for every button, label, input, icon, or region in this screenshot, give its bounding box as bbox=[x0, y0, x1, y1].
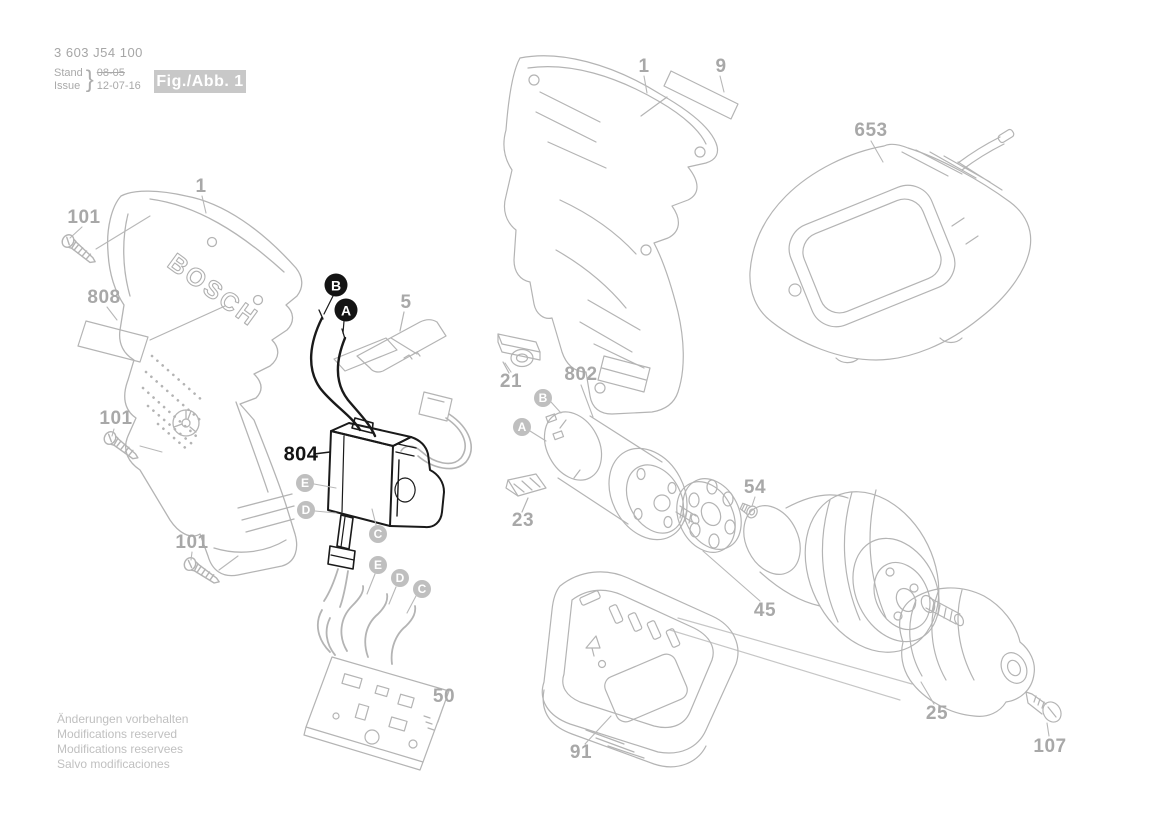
part-drawing-motor-802 bbox=[543, 411, 700, 541]
leader-lines bbox=[69, 75, 1050, 745]
callout-B-switch: B bbox=[324, 273, 348, 297]
part-drawing-pad-5 bbox=[333, 311, 447, 373]
part-label-107: 107 bbox=[1033, 736, 1067, 757]
part-label-23: 23 bbox=[511, 510, 535, 531]
footer-line-es: Salvo modificaciones bbox=[57, 757, 170, 771]
part-label-1-top: 1 bbox=[638, 56, 650, 77]
bosch-logo-text: BOSCH bbox=[162, 248, 264, 333]
part-label-45: 45 bbox=[753, 600, 777, 621]
revision-block: Stand Issue } 08-05 12-07-16 bbox=[54, 67, 141, 93]
callout-A-motor: A bbox=[513, 418, 531, 436]
callout-C-wires: C bbox=[413, 580, 431, 598]
part-drawing-part-23 bbox=[505, 473, 547, 513]
part-drawing-part-21 bbox=[497, 333, 541, 374]
issue-value: 12-07-16 bbox=[96, 80, 141, 92]
part-label-9: 9 bbox=[715, 56, 727, 77]
callout-D-wires: D bbox=[391, 569, 409, 587]
document-part-number: 3 603 J54 100 bbox=[54, 45, 143, 60]
part-label-5: 5 bbox=[400, 292, 412, 313]
part-label-804: 804 bbox=[283, 443, 319, 466]
part-label-91: 91 bbox=[569, 742, 593, 763]
callout-E-wires: E bbox=[369, 556, 387, 574]
part-drawing-charger-653 bbox=[749, 128, 1032, 364]
part-label-101-mid: 101 bbox=[99, 408, 133, 429]
part-drawing-pcb-50 bbox=[303, 585, 450, 771]
part-label-101-top: 101 bbox=[67, 207, 101, 228]
part-drawing-gearbox-45 bbox=[669, 489, 965, 701]
stand-value: 08-05 bbox=[96, 67, 125, 79]
stand-label: Stand bbox=[54, 67, 83, 79]
part-drawing-bearing-plate bbox=[676, 478, 758, 553]
part-label-101-bottom: 101 bbox=[175, 532, 209, 553]
figure-badge: Fig./Abb. 1 bbox=[154, 70, 246, 93]
callout-B-motor: B bbox=[534, 389, 552, 407]
part-label-653: 653 bbox=[854, 120, 888, 141]
part-drawing-top-housing-shell bbox=[503, 55, 739, 415]
part-drawing-left-housing: BOSCH bbox=[106, 190, 303, 577]
part-label-21: 21 bbox=[499, 371, 523, 392]
part-label-1-left: 1 bbox=[195, 176, 207, 197]
footer-line-fr: Modifications reservees bbox=[57, 742, 184, 756]
callout-D-switch: D bbox=[297, 501, 315, 519]
callout-E-switch: E bbox=[296, 474, 314, 492]
part-label-25: 25 bbox=[925, 703, 949, 724]
part-label-54: 54 bbox=[743, 477, 767, 498]
footer-line-de: Änderungen vorbehalten bbox=[57, 712, 189, 726]
part-drawing-sticker-808 bbox=[77, 305, 226, 363]
revision-brace: } bbox=[85, 66, 94, 93]
part-drawing-battery-91 bbox=[541, 571, 739, 768]
part-drawing-chuck-25 bbox=[899, 587, 1062, 723]
part-drawing-switch-804 bbox=[309, 295, 445, 608]
part-label-802: 802 bbox=[564, 364, 598, 385]
part-drawing-connector-lead bbox=[400, 391, 472, 470]
part-label-50: 50 bbox=[432, 686, 456, 707]
legal-footer: Änderungen vorbehalten Modifications res… bbox=[57, 712, 188, 772]
footer-line-en: Modifications reserved bbox=[57, 727, 178, 741]
issue-label: Issue bbox=[54, 80, 81, 92]
callout-C-switch: C bbox=[369, 525, 387, 543]
callout-A-switch: A bbox=[334, 298, 358, 322]
part-label-808: 808 bbox=[87, 287, 121, 308]
